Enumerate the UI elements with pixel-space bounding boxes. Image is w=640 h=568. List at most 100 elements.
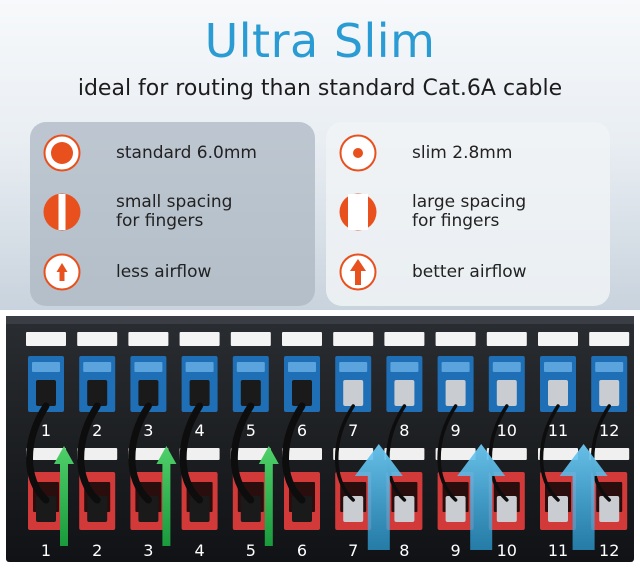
page-title: Ultra Slim [204, 14, 436, 68]
page-subtitle: ideal for routing than standard Cat.6A c… [77, 76, 563, 101]
bottom-port-label-strip [589, 448, 630, 460]
bottom-cable-plug [394, 496, 415, 522]
top-port-number: 10 [497, 421, 517, 440]
top-port-jack-face [236, 362, 265, 372]
top-port-label-strip [282, 332, 322, 346]
bottom-cable-plug [189, 496, 210, 522]
top-port-label-strip [128, 332, 169, 346]
bottom-port-number: 11 [548, 541, 568, 560]
top-cable-plug [343, 380, 364, 406]
small-airflow-arrow [54, 446, 74, 546]
top-port-jack-face [390, 362, 419, 372]
top-port-number: 4 [195, 421, 205, 440]
small-spacing-row: small spacing for fingers [30, 190, 315, 234]
top-cable-plug [599, 380, 620, 406]
bottom-cable-plug [548, 496, 568, 522]
patch-cable [179, 402, 204, 504]
top-port-jack-face [544, 362, 572, 372]
small-airflow-arrow [156, 446, 177, 546]
bottom-port-label-strip [384, 448, 425, 460]
patch-cable [128, 402, 152, 504]
bottom-port-number: 7 [348, 541, 358, 560]
bottom-port-number: 3 [143, 541, 153, 560]
bottom-port-label-strip [230, 448, 271, 460]
slim-diameter-label: slim 2.8mm [412, 142, 513, 163]
thin-cable-cross-section-icon [339, 134, 377, 172]
bottom-port-number: 2 [92, 541, 102, 560]
top-port-label-strip [333, 332, 374, 346]
bottom-port-label-strip [486, 448, 527, 460]
better-airflow-row: better airflow [326, 250, 610, 294]
top-port-jack-face [288, 362, 316, 372]
bottom-cable-plug [138, 496, 159, 522]
wide-gap-icon [339, 193, 377, 231]
top-port-jack-face [441, 362, 470, 372]
top-port-number: 6 [297, 421, 307, 440]
patch-cable [437, 404, 458, 502]
top-port-jack-face [185, 362, 214, 372]
patch-cable [26, 402, 50, 504]
bottom-port-label-strip [282, 448, 322, 460]
better-airflow-label: better airflow [412, 261, 527, 282]
top-cable-plug [394, 380, 415, 406]
slim-cable-card: slim 2.8mm large spacing for fingers bet… [326, 122, 610, 306]
top-port-label-strip [538, 332, 578, 346]
bottom-port-number: 12 [599, 541, 619, 560]
bottom-port-label-strip [26, 448, 66, 460]
top-cable-plug [240, 380, 261, 406]
small-spacing-label: small spacing for fingers [116, 192, 233, 231]
large-spacing-label: large spacing for fingers [412, 192, 527, 231]
top-port-number: 8 [399, 421, 409, 440]
slim-diameter-row: slim 2.8mm [326, 131, 610, 175]
top-cable-plug [548, 380, 568, 406]
header-section: Ultra Slim ideal for routing than standa… [0, 0, 640, 310]
top-cable-plug [87, 380, 108, 406]
patch-cable [539, 404, 560, 502]
large-airflow-arrow [559, 444, 608, 550]
top-port-label-strip [77, 332, 118, 346]
top-port-number: 2 [92, 421, 102, 440]
bottom-port-number: 4 [195, 541, 205, 560]
top-port-label-strip [486, 332, 527, 346]
top-port-jack-face [595, 362, 624, 372]
patch-cable [282, 402, 306, 504]
top-port-number: 5 [246, 421, 256, 440]
top-port-number: 12 [599, 421, 619, 440]
top-port-jack-face [339, 362, 368, 372]
large-airflow-arrow [457, 444, 506, 550]
bottom-cable-plug [496, 496, 517, 522]
bottom-port-number: 9 [451, 541, 461, 560]
small-airflow-arrow [258, 446, 279, 546]
bottom-port-label-strip [77, 448, 118, 460]
bottom-cable-plug [36, 496, 56, 522]
less-airflow-label: less airflow [116, 261, 212, 282]
top-port-label-strip [230, 332, 271, 346]
top-port-label-strip [435, 332, 476, 346]
top-port-number: 7 [348, 421, 358, 440]
top-cable-plug [292, 380, 312, 406]
top-port-number: 9 [451, 421, 461, 440]
top-cable-plug [496, 380, 517, 406]
bottom-port-label-strip [128, 448, 169, 460]
large-spacing-row: large spacing for fingers [326, 190, 610, 234]
small-airflow-arrow-icon [43, 253, 81, 291]
bottom-cable-plug [445, 496, 466, 522]
standard-cable-card: standard 6.0mm small spacing for fingers… [30, 122, 315, 306]
bottom-cable-plug [343, 496, 364, 522]
top-cable-plug [36, 380, 56, 406]
top-port-jack-face [492, 362, 521, 372]
bottom-port-number: 1 [41, 541, 51, 560]
large-airflow-arrow [354, 444, 403, 550]
bottom-port-label-strip [538, 448, 578, 460]
narrow-gap-icon [43, 193, 81, 231]
top-port-jack-face [32, 362, 60, 372]
top-cable-plug [138, 380, 159, 406]
large-airflow-arrow-icon [339, 253, 377, 291]
bottom-port-label-strip [179, 448, 220, 460]
bottom-port-number: 5 [246, 541, 256, 560]
bottom-cable-plug [240, 496, 261, 522]
top-port-jack-face [134, 362, 163, 372]
